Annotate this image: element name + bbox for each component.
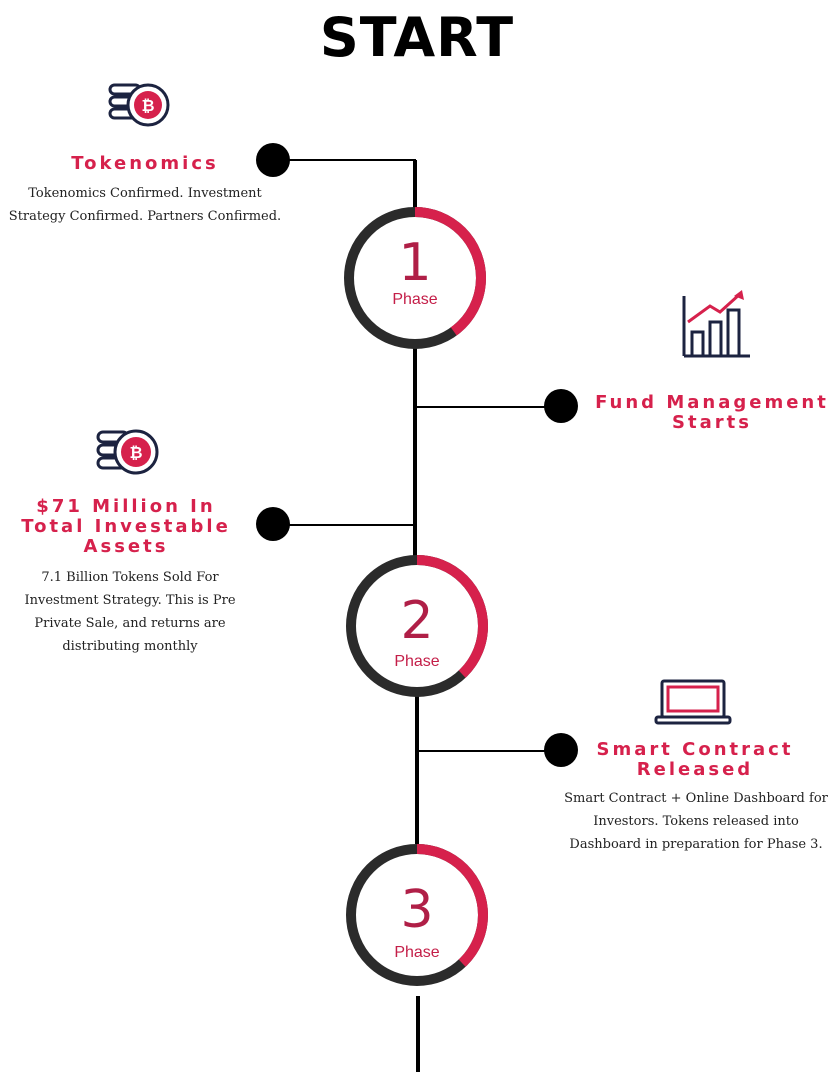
- milestone-dot-fund-management: [544, 389, 578, 423]
- milestone-title-smart-contract: Smart Contract Released: [596, 739, 794, 780]
- phase-1-ring: 1 Phase: [342, 205, 488, 351]
- milestone-dot-smart-contract: [544, 733, 578, 767]
- timeline-spine-1: [413, 160, 417, 216]
- phase-1-progress-arc: [344, 207, 486, 349]
- phase-2-progress-arc: [346, 555, 488, 697]
- milestone-dot-assets: [256, 507, 290, 541]
- svg-text:₿: ₿: [141, 96, 154, 115]
- phase-1-label: Phase: [392, 291, 438, 308]
- milestone-title-assets: $71 Million In Total Investable Assets: [21, 496, 231, 557]
- bitcoin-coins-icon: ₿: [96, 425, 162, 484]
- svg-text:₿: ₿: [129, 443, 142, 462]
- milestone-title-tokenomics: Tokenomics: [71, 153, 219, 174]
- bitcoin-coins-icon: ₿: [108, 79, 172, 136]
- connector-assets: [288, 524, 416, 526]
- milestone-title-fund-management: Fund Management Starts: [595, 392, 829, 433]
- bar-chart-growth-icon: [680, 288, 752, 365]
- milestone-dot-tokenomics: [256, 143, 290, 177]
- connector-fund-management: [415, 406, 547, 408]
- timeline-spine-3: [415, 696, 419, 844]
- laptop-icon: [654, 678, 732, 731]
- timeline-spine-2: [413, 348, 417, 562]
- timeline-spine-4: [416, 996, 420, 1072]
- phase-1-number: 1: [398, 233, 432, 293]
- phase-2-ring: 2 Phase: [344, 553, 490, 699]
- phase-2-label: Phase: [394, 653, 440, 670]
- connector-tokenomics: [288, 159, 416, 161]
- milestone-desc-assets: 7.1 Billion Tokens Sold For Investment S…: [24, 570, 236, 654]
- milestone-desc-tokenomics: Tokenomics Confirmed. Investment Strateg…: [8, 186, 282, 224]
- phase-3-label: Phase: [394, 944, 440, 961]
- milestone-desc-smart-contract: Smart Contract + Online Dashboard for In…: [564, 791, 828, 852]
- connector-smart-contract: [417, 750, 547, 752]
- phase-3-ring: 3 Phase: [344, 842, 490, 988]
- phase-2-number: 2: [400, 591, 434, 651]
- phase-3-number: 3: [400, 880, 434, 940]
- phase-3-progress-arc: [346, 844, 488, 986]
- page-title: START: [319, 6, 515, 69]
